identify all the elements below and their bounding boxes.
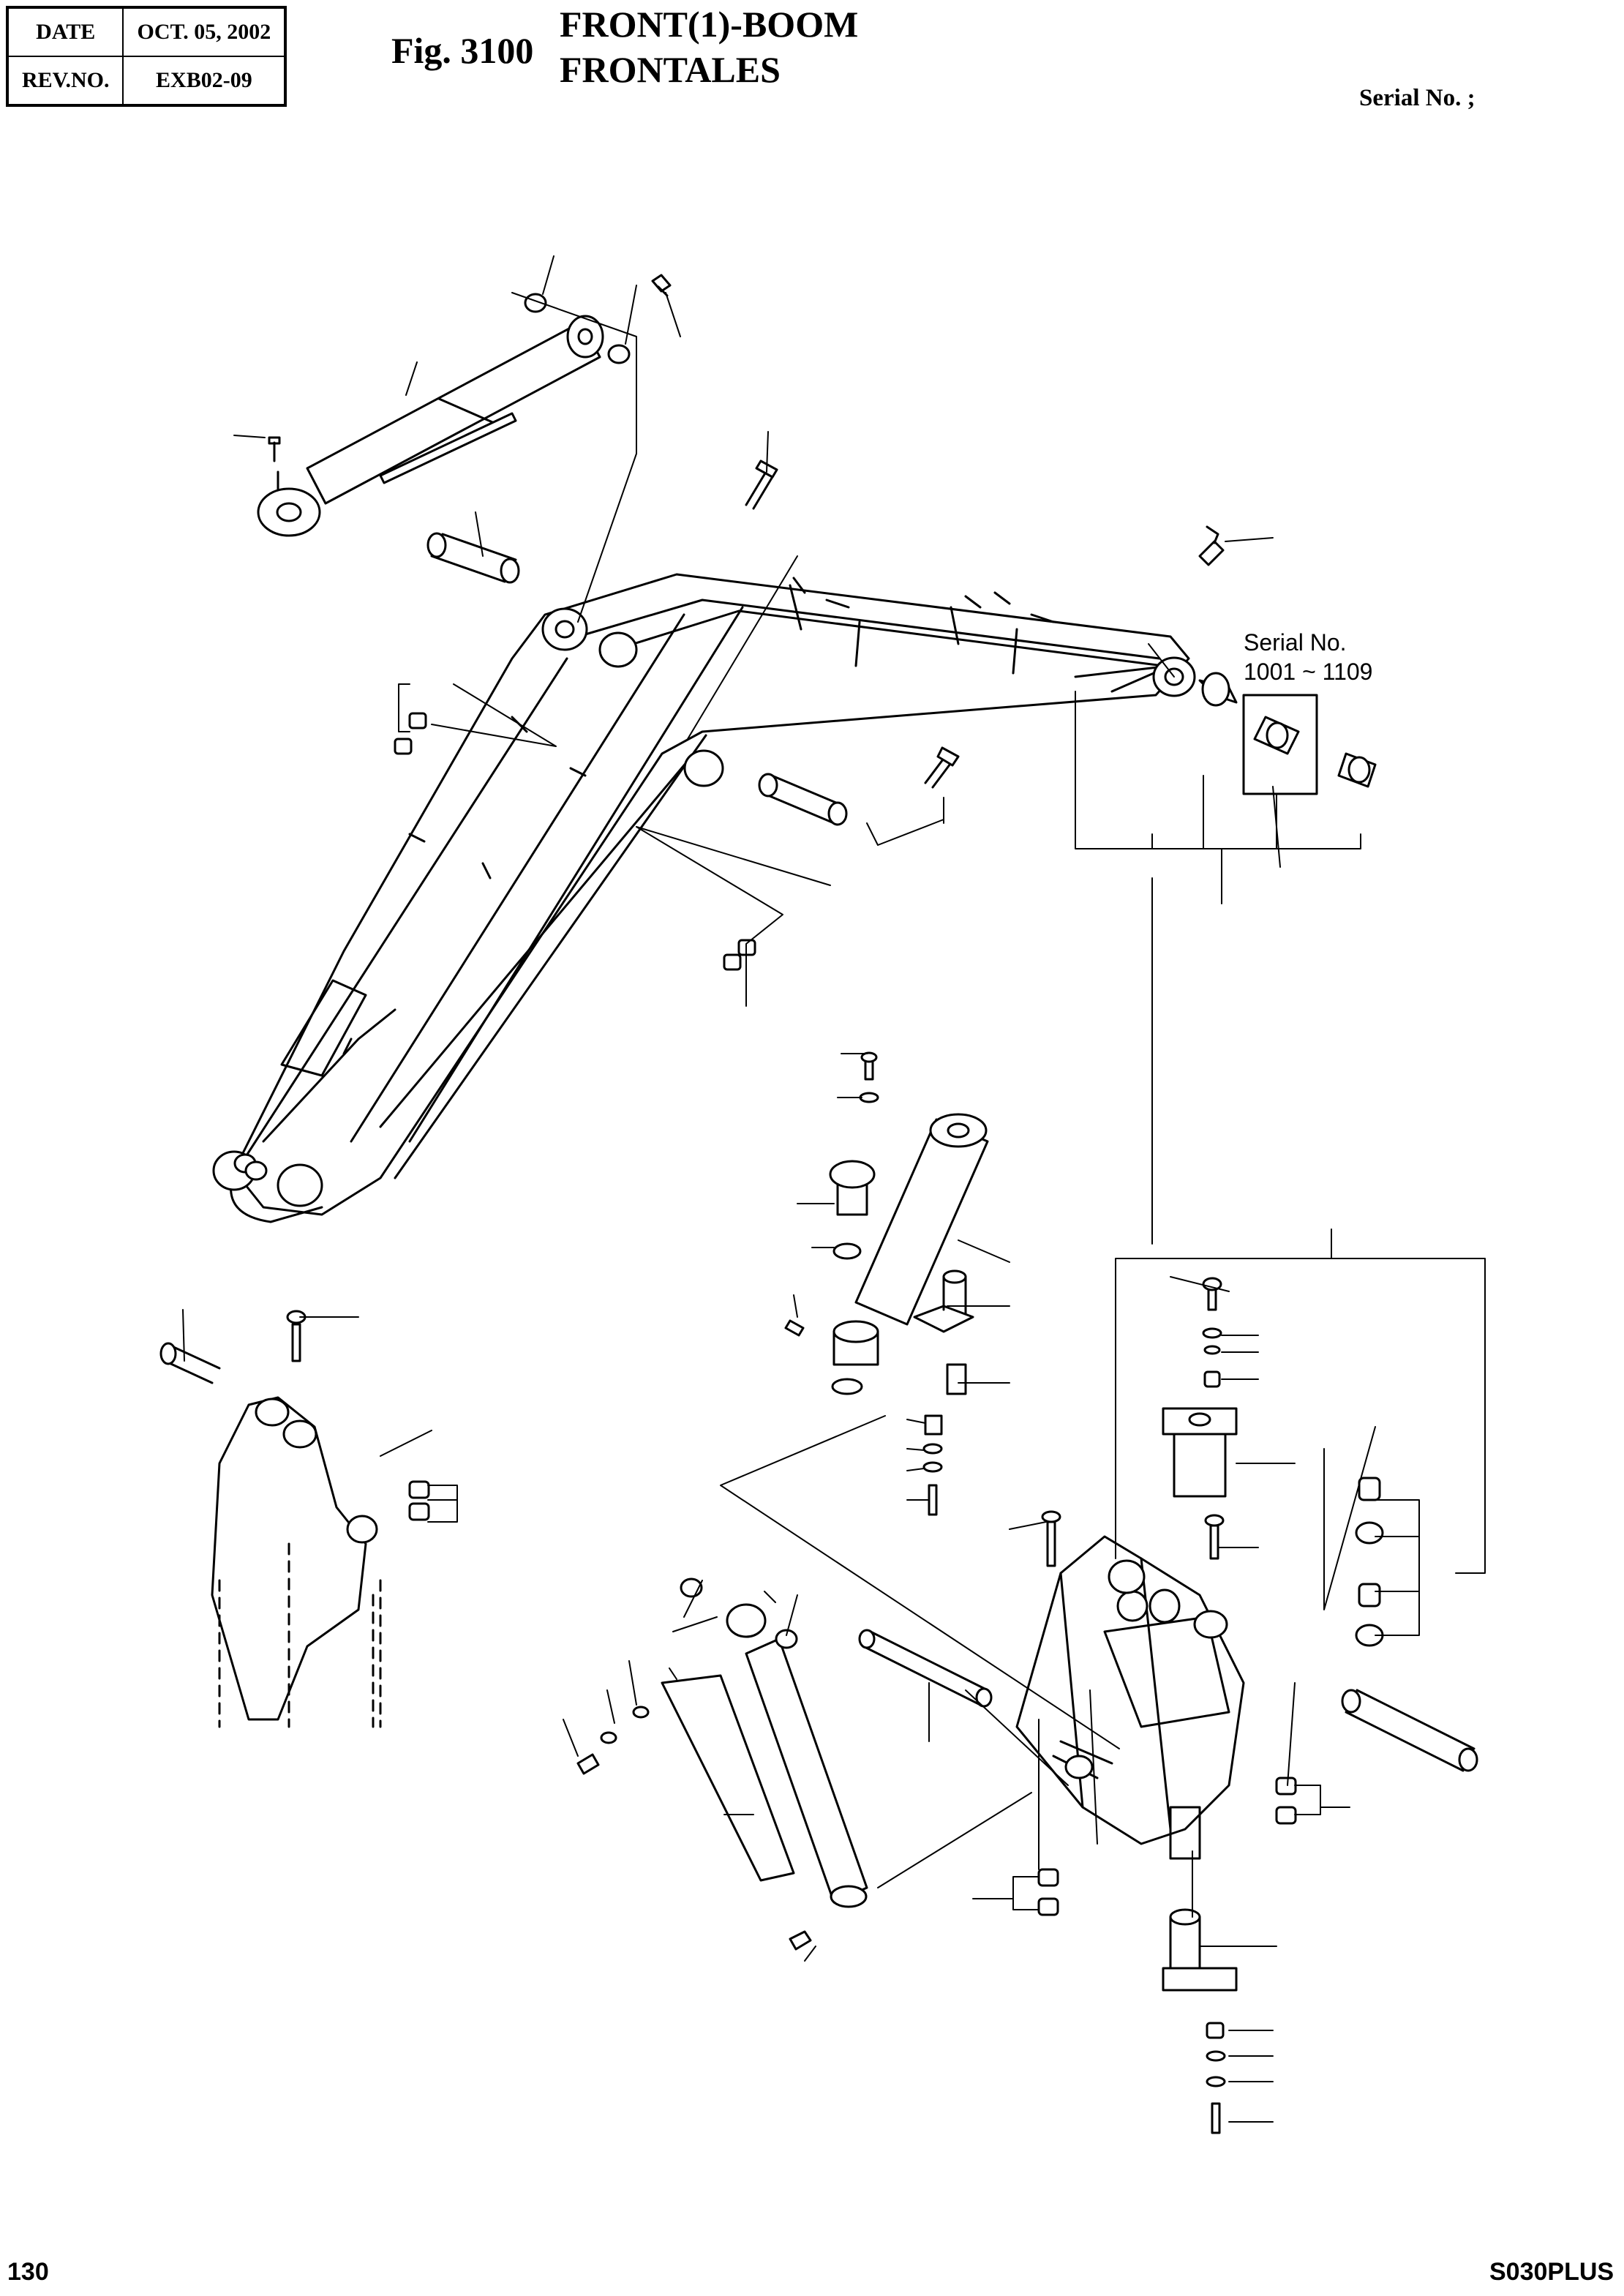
figure-number: Fig. 3100 bbox=[391, 30, 534, 71]
figure-title-line2: FRONTALES bbox=[560, 49, 781, 90]
revision-label: REV.NO. bbox=[6, 56, 124, 106]
figure-title: FRONT(1)-BOOM FRONTALES bbox=[560, 1, 858, 92]
swing-bracket-pin-right bbox=[1342, 1690, 1477, 1771]
boom-cylinder-rod-pin bbox=[759, 774, 846, 825]
figure-title-line1: FRONT(1)-BOOM bbox=[560, 4, 859, 45]
serial-note-range: 1001 ~ 1109 bbox=[1244, 659, 1373, 685]
serial-number-header: Serial No. ; bbox=[1359, 85, 1475, 111]
boom-nut-pair-left bbox=[395, 713, 426, 754]
swing-bolt-stack bbox=[860, 1053, 941, 1515]
leader-lines bbox=[183, 256, 1485, 2122]
date-value: OCT. 05, 2002 bbox=[122, 7, 287, 57]
serial-bushing bbox=[1255, 717, 1298, 754]
swing-bracket-bolt-stack-top bbox=[1203, 1278, 1221, 1387]
swing-bracket bbox=[1017, 1537, 1244, 1858]
revision-value: EXB02-09 bbox=[122, 56, 287, 106]
page-number: 130 bbox=[7, 2258, 49, 2286]
boom-nut-pair-center bbox=[724, 940, 755, 969]
date-row: DATE OCT. 05, 2002 bbox=[6, 7, 287, 57]
date-label: DATE bbox=[6, 7, 124, 57]
boom-bushing-outer bbox=[1339, 754, 1375, 787]
model-name: S030PLUS bbox=[1489, 2258, 1614, 2286]
swing-cylinder bbox=[786, 1114, 988, 1394]
boom-body bbox=[214, 574, 1195, 1222]
arm-end-detail bbox=[161, 1311, 429, 1727]
revision-row: REV.NO. EXB02-09 bbox=[6, 56, 287, 106]
serial-number-note: Serial No. 1001 ~ 1109 bbox=[1244, 628, 1372, 686]
boom-bolt bbox=[746, 461, 777, 509]
swing-bracket-bottom-pin bbox=[1163, 1910, 1236, 1990]
swing-pin-plate bbox=[914, 1271, 973, 1434]
swing-cylinder-lower bbox=[578, 1579, 867, 1949]
swing-bracket-bushings bbox=[1356, 1478, 1383, 1646]
center-bolt bbox=[925, 748, 958, 787]
grease-fitting-right bbox=[1200, 527, 1223, 565]
boom-foot-pin bbox=[428, 533, 519, 582]
boom-bushing bbox=[1200, 673, 1236, 705]
swing-bracket-bolt-stack-bottom bbox=[1207, 2023, 1225, 2133]
serial-bushing-frame bbox=[1244, 695, 1317, 794]
boom-cylinder bbox=[258, 275, 670, 536]
swing-bracket-long-bolt bbox=[1042, 1512, 1223, 1566]
swing-cylinder-pin-top bbox=[830, 1161, 874, 1215]
serial-note-label: Serial No. bbox=[1244, 629, 1347, 656]
revision-header-table: DATE OCT. 05, 2002 REV.NO. EXB02-09 bbox=[6, 6, 287, 107]
swing-bracket-top-pin bbox=[1163, 1408, 1236, 1496]
